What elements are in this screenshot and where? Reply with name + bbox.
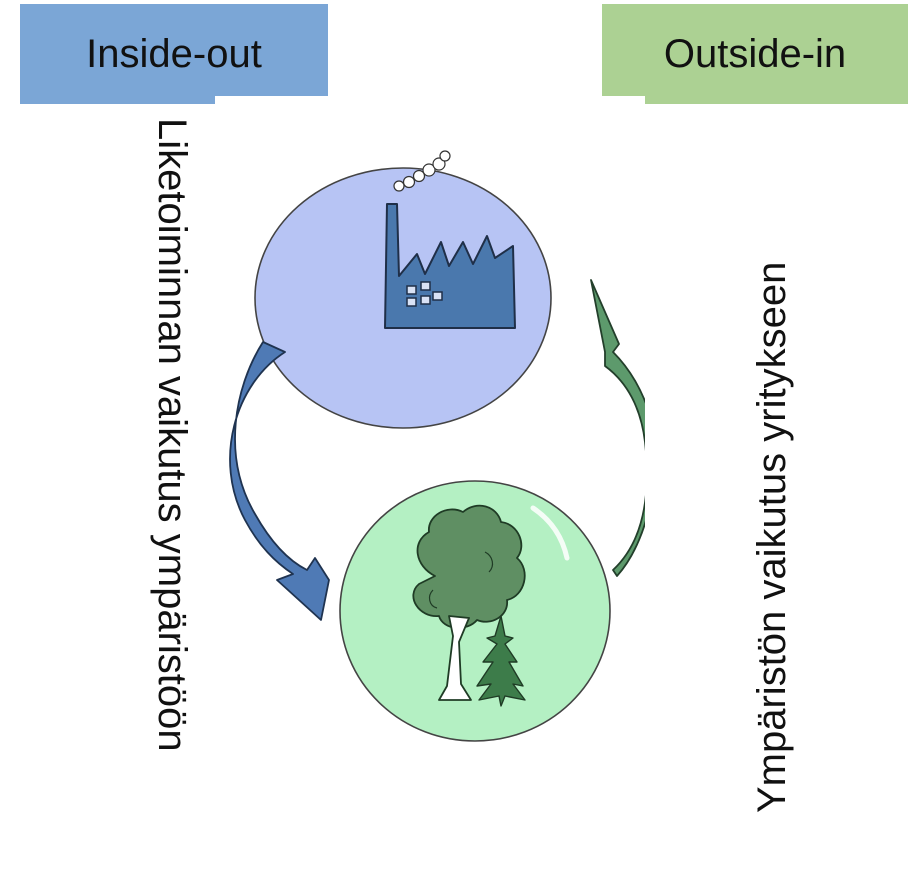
inside-out-label-box: Inside-out: [20, 4, 328, 104]
inside-out-description: Liketoiminnan vaikutus ympäristöön: [150, 118, 194, 752]
green-curved-arrow-icon: [590, 279, 645, 577]
factory-icon: [384, 150, 516, 329]
outside-in-description: Ympäristön vaikutus yritykseen: [750, 261, 794, 813]
tree-icon: [412, 504, 526, 701]
outside-in-label-box: Outside-in: [602, 4, 908, 104]
inside-out-label: Inside-out: [86, 31, 262, 76]
cycle-illustration: [215, 96, 645, 812]
outside-in-label: Outside-in: [663, 31, 847, 76]
blue-curved-arrow-icon: [229, 341, 330, 621]
spruce-icon: [476, 615, 526, 707]
